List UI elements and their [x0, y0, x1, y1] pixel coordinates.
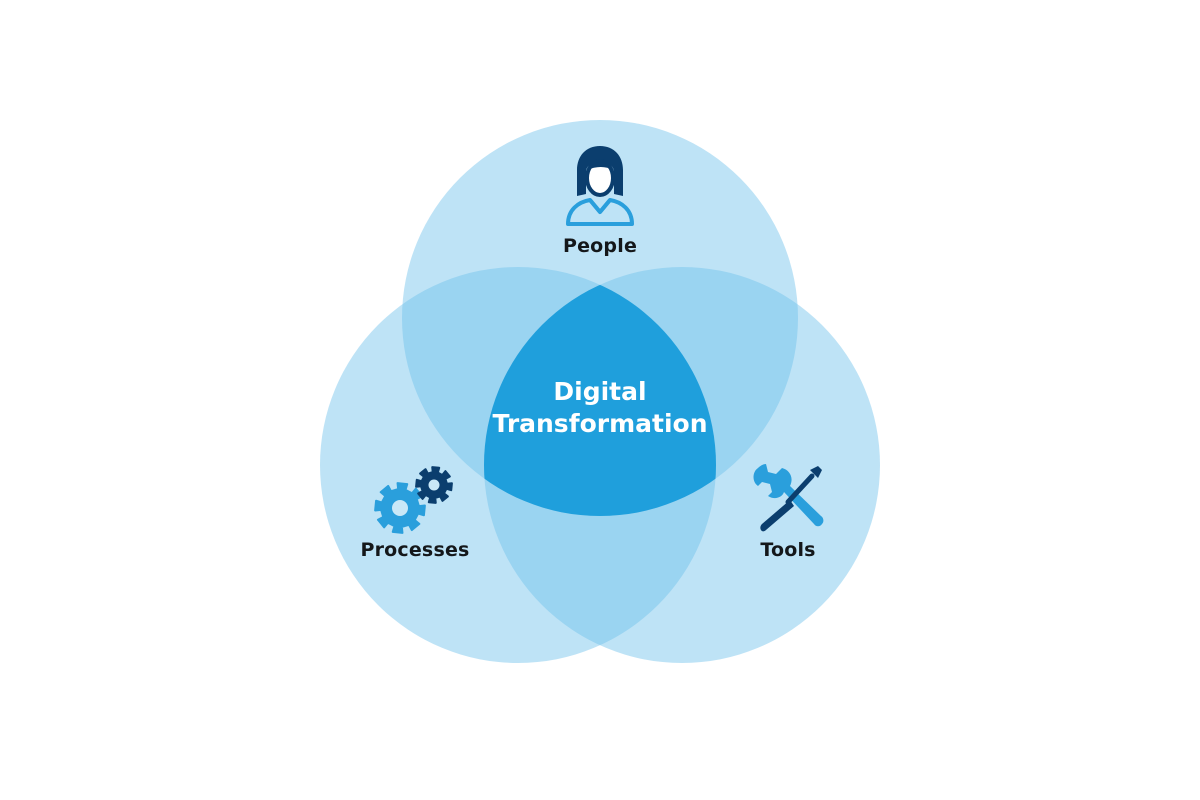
- center-label-line1: Digital: [553, 377, 647, 406]
- person-icon: [566, 146, 634, 226]
- set-label-people: People: [562, 235, 638, 257]
- wrench-screwdriver-icon: [753, 464, 824, 532]
- set-label-tools: Tools: [760, 539, 816, 561]
- center-intersection: [484, 267, 716, 516]
- set-label-processes: Processes: [360, 539, 470, 561]
- center-label: Digital Transformation: [493, 376, 708, 440]
- center-label-line2: Transformation: [492, 409, 708, 438]
- gears-icon: [374, 466, 453, 534]
